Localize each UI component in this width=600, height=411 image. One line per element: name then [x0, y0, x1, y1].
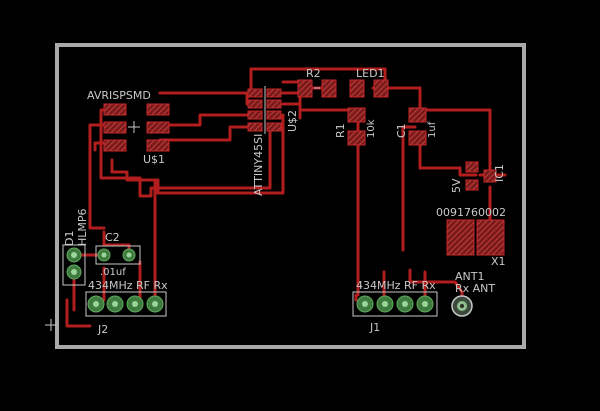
label-d1: D1 [63, 231, 76, 246]
label-rx-ant: Rx ANT [455, 282, 495, 295]
label-c2: C2 [105, 231, 120, 244]
label-attiny45si: ATTINY45SI [252, 134, 265, 196]
origin-marker [45, 319, 57, 331]
label-u1: U$1 [143, 153, 165, 166]
label-r1-value: 10k [366, 119, 377, 138]
antenna-pad [451, 295, 473, 317]
avrispsmd-pads [103, 103, 170, 152]
label-led1: LED1 [356, 67, 385, 80]
label-d1-value: HLMP6 [76, 208, 89, 246]
attiny45-pads [247, 86, 282, 134]
label-ic1: IC1 [493, 164, 506, 182]
r2-led1-pads [297, 79, 389, 98]
board-outline [55, 43, 526, 349]
label-r2: R2 [306, 67, 321, 80]
j2-header [85, 291, 167, 317]
label-rf-left: 434MHz RF Rx [88, 279, 168, 292]
copper-traces [65, 67, 507, 328]
d1-c2-pins [62, 244, 141, 286]
label-rf-right: 434MHz RF Rx [356, 279, 436, 292]
label-x1: X1 [491, 255, 506, 268]
label-avrispsmd: AVRISPSMD [87, 89, 151, 102]
label-u2: U$2 [286, 110, 299, 132]
crystal-pads [446, 219, 505, 256]
label-ant1: ANT1 [455, 270, 484, 283]
silkscreen-labels: AVRISPSMD R2 LED1 ATTINY45SI U$2 R1 10k … [63, 67, 506, 336]
label-j2: J2 [97, 323, 108, 336]
label-r1: R1 [334, 123, 347, 138]
label-j1: J1 [369, 321, 380, 334]
label-c1: C1 [395, 123, 408, 138]
label-crystal-code: 0091760002 [436, 206, 506, 219]
label-c2-value: .01uf [100, 267, 126, 278]
c1-pads [408, 107, 427, 146]
r1-pads [347, 107, 366, 146]
regulator-pads [465, 161, 497, 191]
label-5v: 5V [450, 178, 463, 193]
label-c1-value: 1uf [427, 121, 438, 138]
j1-header [352, 291, 438, 317]
